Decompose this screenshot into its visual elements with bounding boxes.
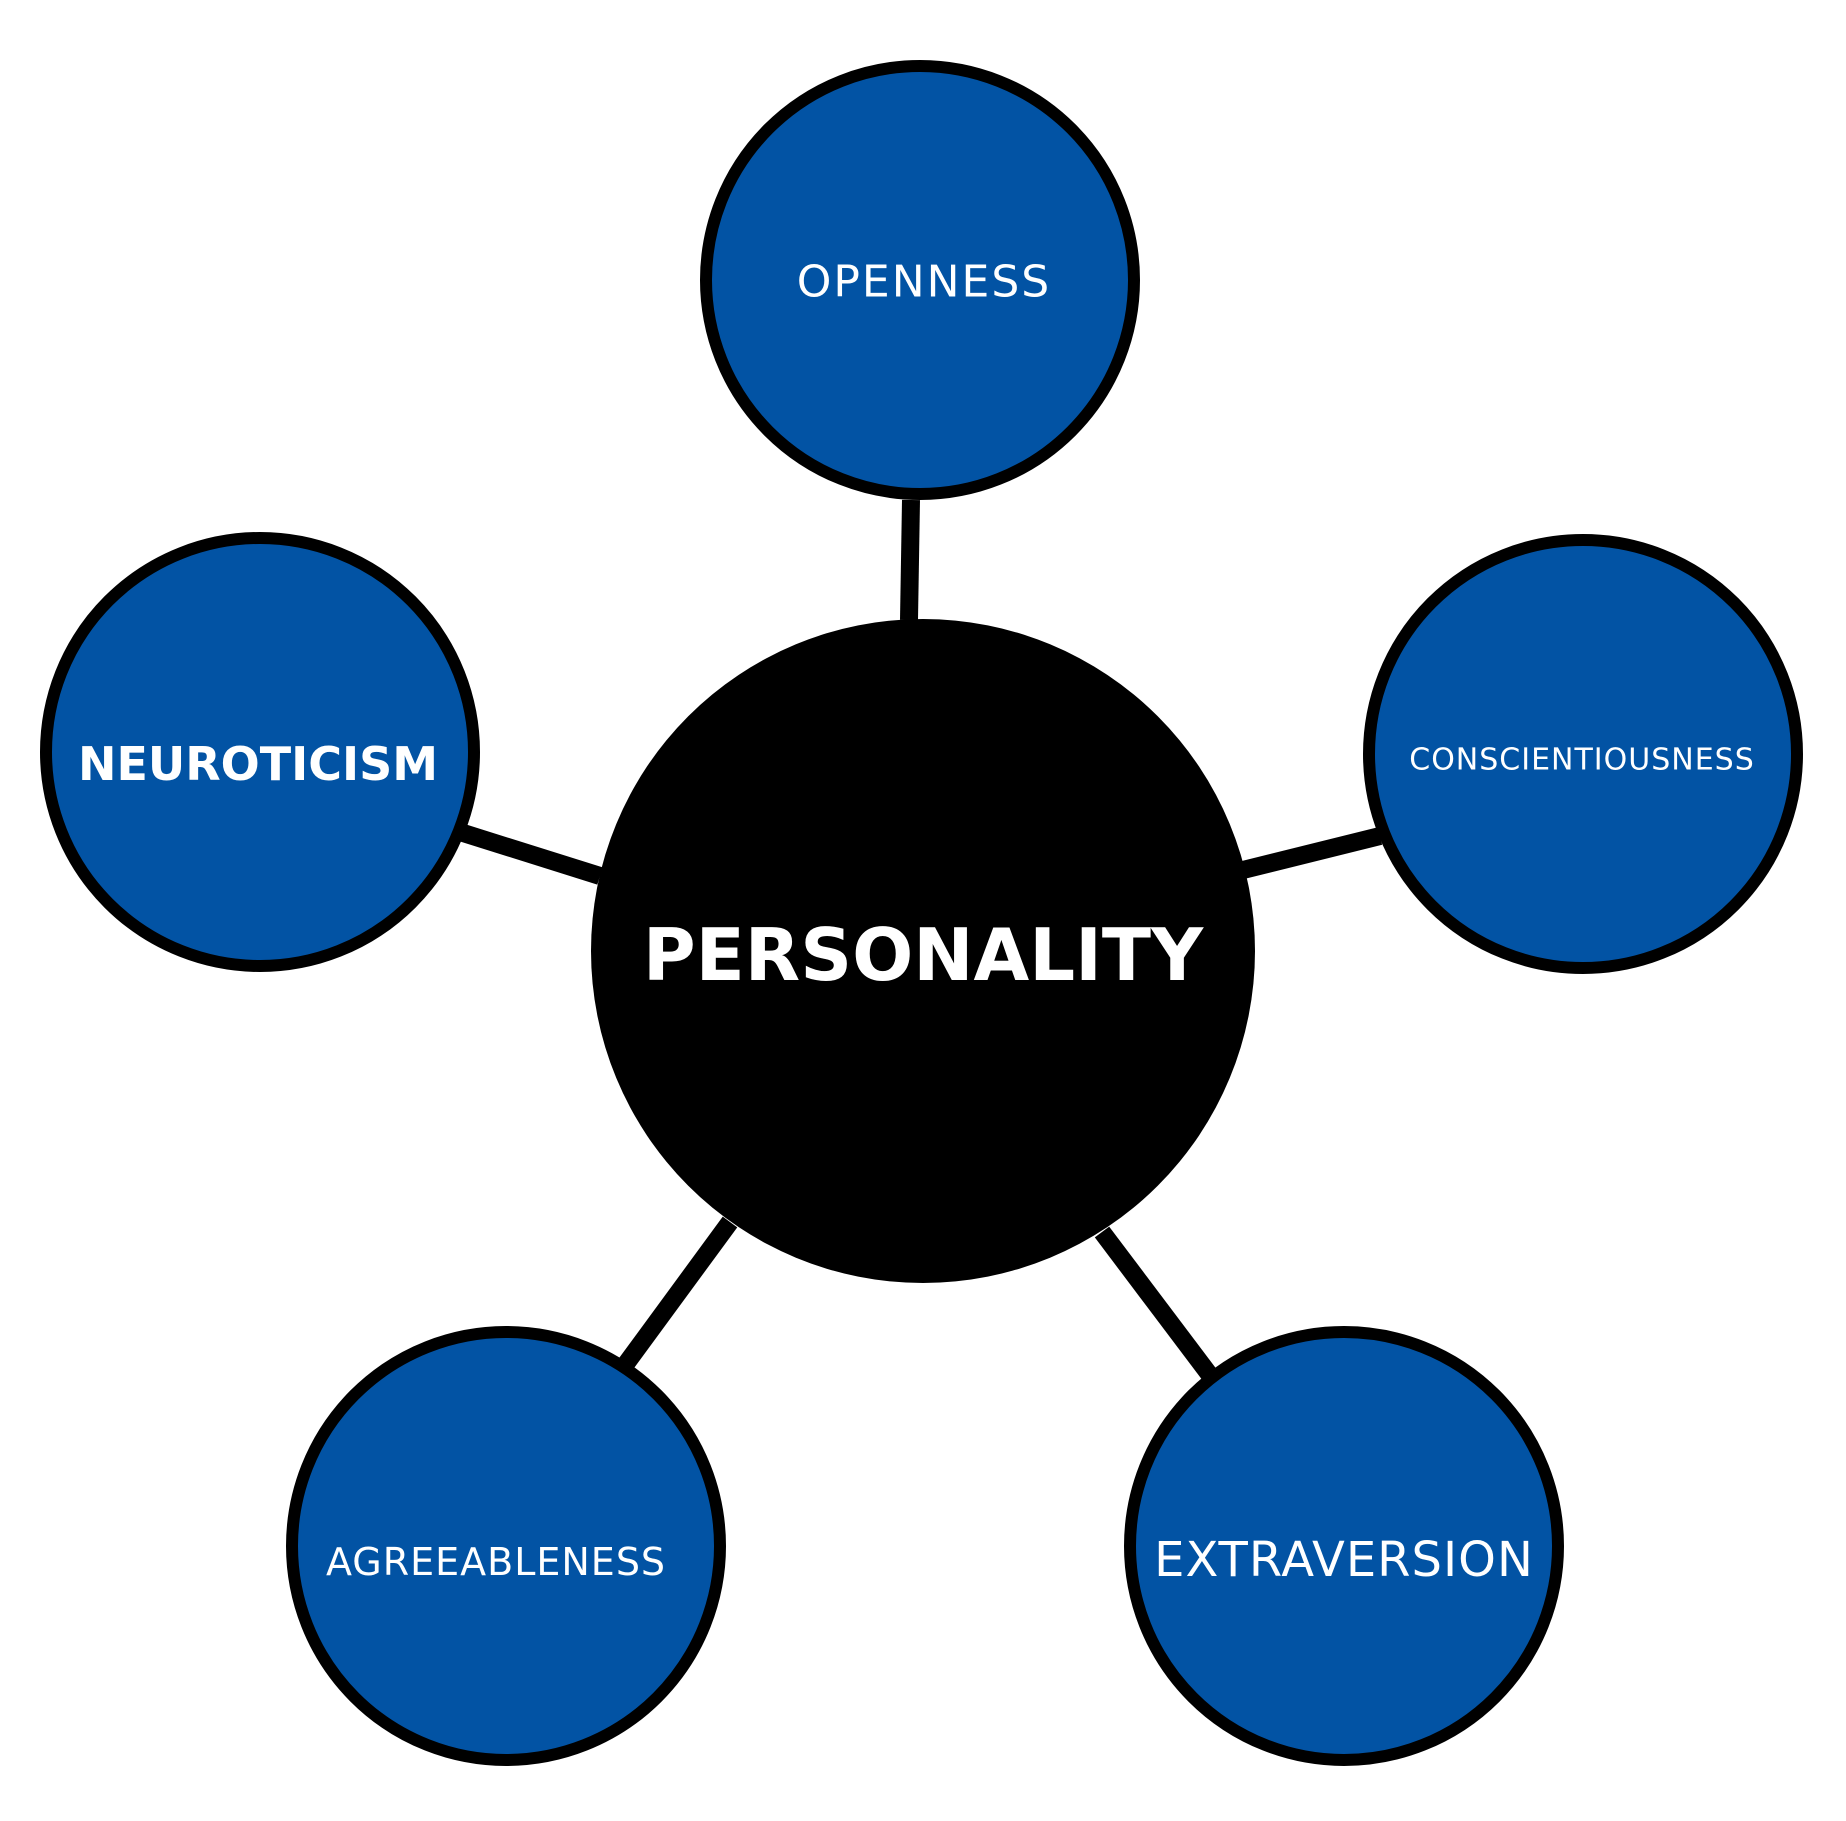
connector-openness xyxy=(900,499,920,621)
node-extraversion xyxy=(1124,1326,1564,1766)
connector-agreeableness xyxy=(612,1216,738,1378)
node-openness xyxy=(700,60,1140,500)
connector-lines xyxy=(457,499,1383,1384)
conscientiousness-label: CONSCIENTIOUSNESS xyxy=(1409,742,1755,778)
connector-extraversion xyxy=(1094,1226,1220,1384)
node-neuroticism xyxy=(40,532,480,972)
center-label: PERSONALITY xyxy=(642,913,1204,997)
neuroticism-label: NEUROTICISM xyxy=(77,737,439,791)
node-agreeableness xyxy=(286,1326,726,1766)
center-node-personality xyxy=(591,619,1255,1283)
extraversion-label: EXTRAVERSION xyxy=(1154,1532,1534,1588)
connector-neuroticism xyxy=(457,823,603,885)
connector-conscientiousness xyxy=(1240,827,1383,879)
openness-label: OPENNESS xyxy=(796,256,1052,308)
node-conscientiousness xyxy=(1363,534,1803,974)
agreeableness-label: AGREEABLENESS xyxy=(325,1540,667,1584)
